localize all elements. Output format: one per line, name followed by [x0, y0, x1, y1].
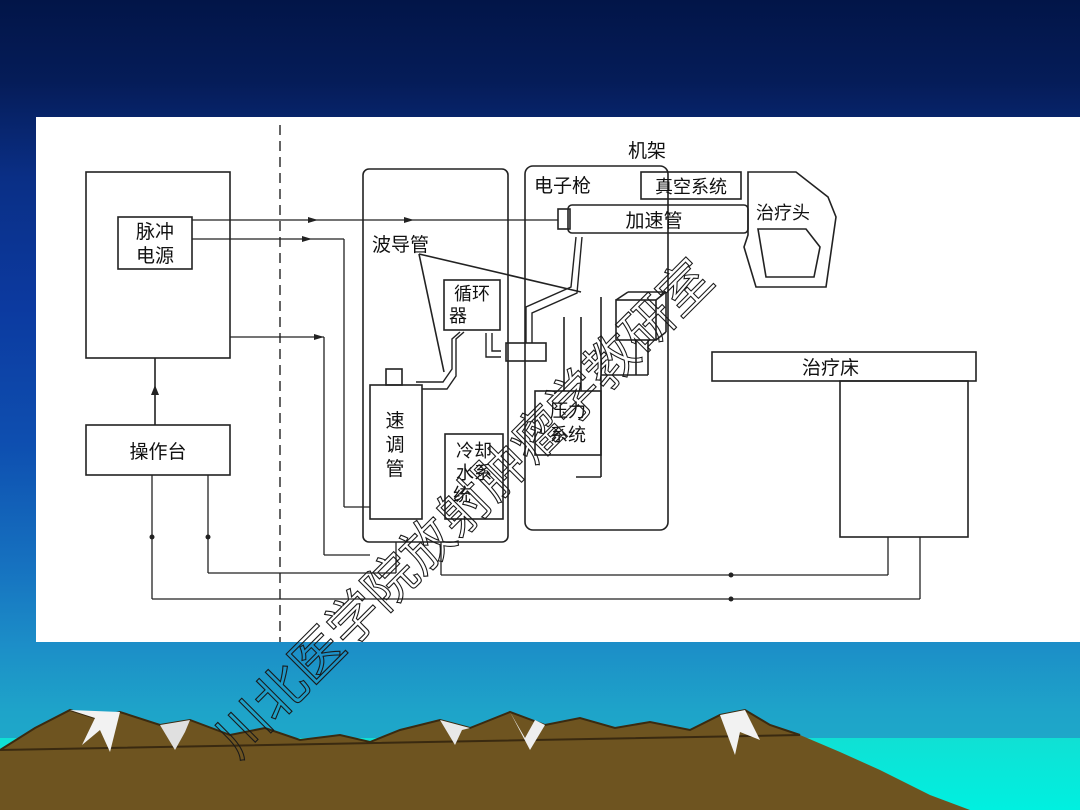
modulator-cabinet — [362, 168, 509, 543]
vacuum-label: 真空系统 — [655, 177, 727, 198]
mountain-range — [0, 708, 970, 810]
linac-block-diagram: 脉冲 电源 操作台 波导管 循环 器 速 调 管 冷却 水系 统 — [85, 125, 977, 642]
treatment-head-outline — [743, 171, 837, 288]
console-box — [85, 424, 231, 476]
couch-base-box — [839, 380, 969, 538]
diagram-panel: 脉冲 电源 操作台 波导管 循环 器 速 调 管 冷却 水系 统 — [36, 117, 1080, 642]
vacuum-box — [640, 171, 742, 200]
circulator-label-line1: 循环 — [454, 284, 490, 305]
gantry-label: 机架 — [628, 140, 666, 162]
waveguide-label: 波导管 — [372, 234, 429, 256]
cooling-label-1: 冷却 — [456, 441, 492, 462]
treatment-head-label: 治疗头 — [756, 203, 810, 224]
cooling-label-3: 统 — [453, 485, 471, 506]
couch-label: 治疗床 — [802, 357, 859, 379]
control-cabinet-box — [85, 171, 231, 359]
klystron-label-3: 管 — [385, 458, 404, 480]
accelerator-tube-label: 加速管 — [625, 210, 682, 232]
circulator-box — [443, 279, 501, 331]
console-label: 操作台 — [129, 441, 186, 463]
waveguide-coupler — [505, 342, 547, 362]
cooling-box — [444, 433, 504, 520]
gantry-box — [524, 165, 669, 531]
pulse-power-box — [117, 216, 193, 270]
cube-box — [615, 299, 657, 341]
circulator-label-line2: 器 — [449, 306, 467, 327]
pressure-label-2: 系统 — [550, 425, 586, 446]
cooling-label-2: 水系 — [456, 463, 492, 484]
pulse-power-label-line1: 脉冲 — [136, 221, 174, 243]
pulse-power-label-line2: 电源 — [136, 245, 174, 267]
klystron-label-1: 速 — [385, 410, 404, 432]
electron-gun-label: 电子枪 — [534, 175, 591, 197]
pressure-label-1: 压力 — [550, 401, 586, 422]
klystron-label-2: 调 — [385, 434, 404, 456]
